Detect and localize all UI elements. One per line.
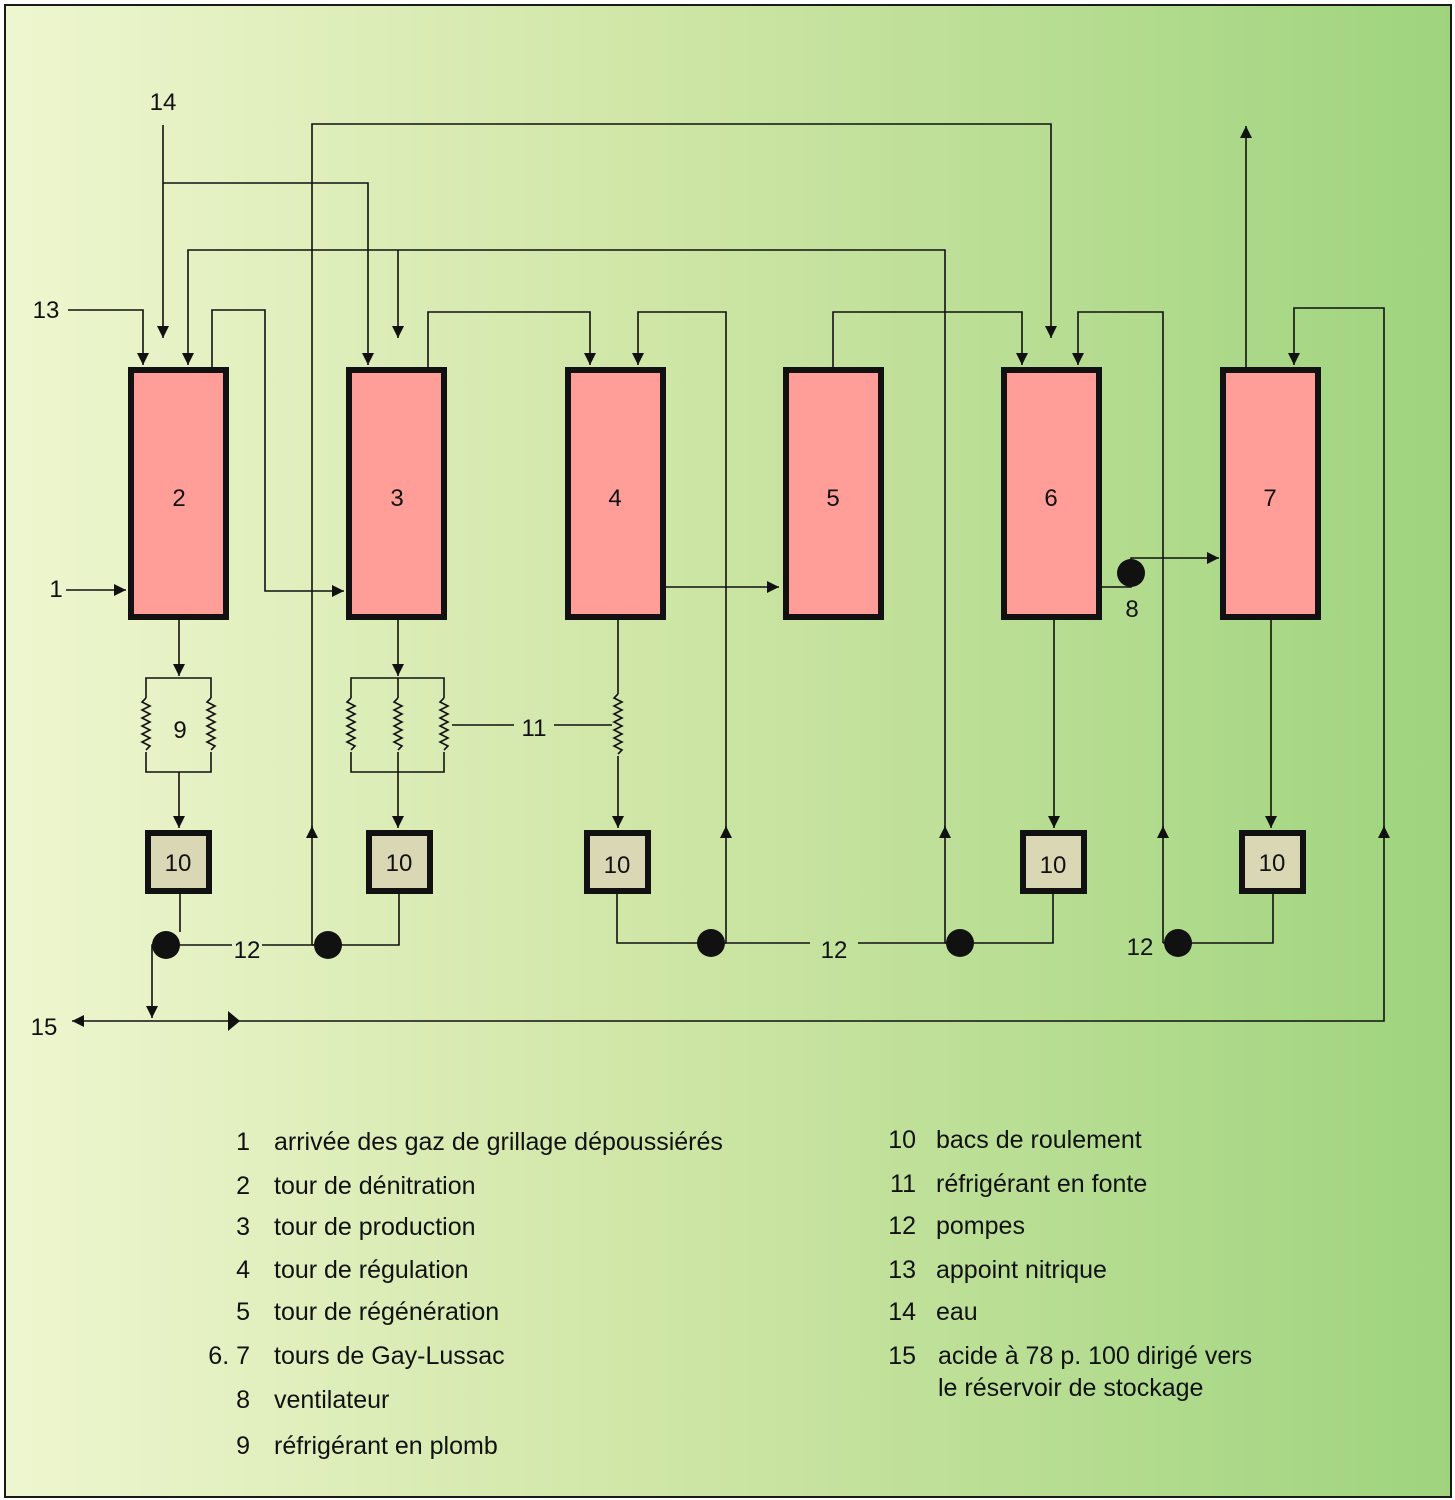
legend-num: 6. 7 — [208, 1342, 250, 1370]
legend-text: tour de régénération — [274, 1298, 500, 1326]
tower-2-label: 2 — [172, 485, 185, 512]
acid-to-tower-4-line — [632, 311, 727, 828]
water-to-tower-3-line — [163, 182, 374, 365]
tank-tower-6-label: 10 — [1040, 852, 1067, 879]
callout-gas-inlet: 1 — [49, 576, 62, 603]
tank-tower-2-label: 10 — [165, 850, 192, 877]
tank-tower-4-label: 10 — [604, 852, 631, 879]
cooler-4-coil — [612, 693, 624, 755]
legend-num: 10 — [888, 1126, 916, 1154]
tank-4-outlet — [960, 893, 1054, 944]
callout-pumps-c: 12 — [1127, 934, 1154, 961]
tower-7 — [1220, 367, 1321, 620]
acid-to-tower-2-line — [182, 249, 946, 828]
tank-tower-2 — [145, 830, 212, 894]
cooler-9-collector — [145, 752, 212, 773]
legend-num: 13 — [888, 1256, 916, 1284]
flow-lines — [66, 123, 1390, 1031]
callout-labels: 14 13 1 9 11 8 12 12 12 15 — [31, 89, 1154, 1041]
legend-text: tour de production — [274, 1213, 476, 1241]
cooler-9-coil-right — [205, 697, 217, 751]
nitric-makeup-line — [68, 309, 149, 365]
tank-tower-7-label: 10 — [1259, 850, 1286, 877]
legend-text: bacs de roulement — [936, 1126, 1142, 1154]
legend-num: 2 — [236, 1172, 250, 1200]
tower-7-label: 7 — [1263, 485, 1276, 512]
acid-out-arrow-right — [228, 1011, 240, 1031]
diagram-frame — [4, 4, 1452, 1498]
cooler-coils — [140, 693, 624, 755]
callout-water: 14 — [150, 89, 177, 116]
legend-num: 12 — [888, 1212, 916, 1240]
legend-num: 11 — [890, 1170, 916, 1198]
legend-text: arrivée des gaz de grillage dépoussiérés — [274, 1128, 723, 1156]
pump-b2 — [946, 929, 974, 957]
tower-2 — [128, 367, 229, 620]
gas-5-to-6-line — [832, 311, 1028, 368]
legend-text: pompes — [936, 1212, 1025, 1240]
pump-b1 — [697, 929, 725, 957]
tank-tower-4 — [584, 830, 651, 894]
legend-num: 4 — [236, 1256, 250, 1284]
tank-tower-3 — [366, 830, 433, 894]
recycle-riser-line — [238, 826, 1390, 1022]
tank-5-outlet — [1178, 893, 1274, 944]
cooler-11-coil-mid — [392, 697, 404, 751]
acid-to-tower-7-line — [1288, 307, 1385, 828]
callout-fan: 8 — [1125, 596, 1138, 623]
legend-num: 15 — [888, 1342, 916, 1370]
tower-3-label: 3 — [390, 485, 403, 512]
legend-num: 3 — [236, 1213, 250, 1241]
legend-num: 9 — [236, 1432, 250, 1460]
tank-tower-7 — [1239, 830, 1306, 894]
cooler-9-coil-left — [140, 697, 152, 751]
legend-text: réfrigérant en plomb — [274, 1432, 498, 1460]
tanks: 10 10 10 10 10 — [145, 830, 1306, 894]
fan — [1117, 559, 1145, 587]
tank-2-outlet — [328, 893, 400, 946]
tower-6 — [1001, 367, 1102, 620]
legend-text: tours de Gay-Lussac — [274, 1342, 505, 1370]
callout-pumps-a: 12 — [234, 937, 261, 964]
pump-c — [1164, 929, 1192, 957]
acid-to-tower-6b-line — [1072, 311, 1164, 828]
tower-3 — [346, 367, 447, 620]
legend-num: 5 — [236, 1298, 250, 1326]
legend-num: 14 — [888, 1298, 916, 1326]
legend-text: tour de régulation — [274, 1256, 469, 1284]
cooler-11-coil-right — [438, 697, 450, 751]
callout-cast-iron-cooler: 11 — [522, 715, 547, 742]
tank-tower-3-label: 10 — [386, 850, 413, 877]
legend-text: eau — [936, 1298, 978, 1326]
pump-a1 — [152, 931, 180, 959]
cooler-9-header — [145, 677, 212, 698]
legend-num: 8 — [236, 1386, 250, 1414]
towers: 2 3 4 5 6 7 — [128, 367, 1321, 620]
tower-6-label: 6 — [1044, 485, 1057, 512]
legend-text: le réservoir de stockage — [938, 1374, 1204, 1402]
pumps — [152, 559, 1192, 959]
tower-4-label: 4 — [608, 485, 621, 512]
tower-5 — [783, 367, 884, 620]
legend-text: acide à 78 p. 100 dirigé vers — [938, 1342, 1253, 1370]
callout-lead-cooler: 9 — [173, 717, 186, 744]
legend-num: 1 — [236, 1128, 250, 1156]
tank-3-outlet — [616, 893, 711, 944]
pump-a2 — [314, 931, 342, 959]
legend-text: réfrigérant en fonte — [936, 1170, 1148, 1198]
tower-4 — [565, 367, 666, 620]
legend-text: tour de dénitration — [274, 1172, 476, 1200]
acid-to-tower-6-line — [311, 123, 1057, 828]
callout-nitric: 13 — [33, 297, 60, 324]
gas-2-to-3-line — [211, 309, 344, 597]
cooler-11-coil-left — [345, 697, 357, 751]
callout-acid-out: 15 — [31, 1014, 58, 1041]
tower-5-label: 5 — [826, 485, 839, 512]
tank-tower-6 — [1020, 830, 1087, 894]
legend-text: appoint nitrique — [936, 1256, 1107, 1284]
gas-3-to-4-line — [427, 311, 596, 368]
legend-text: ventilateur — [274, 1386, 390, 1414]
callout-pumps-b: 12 — [821, 937, 848, 964]
